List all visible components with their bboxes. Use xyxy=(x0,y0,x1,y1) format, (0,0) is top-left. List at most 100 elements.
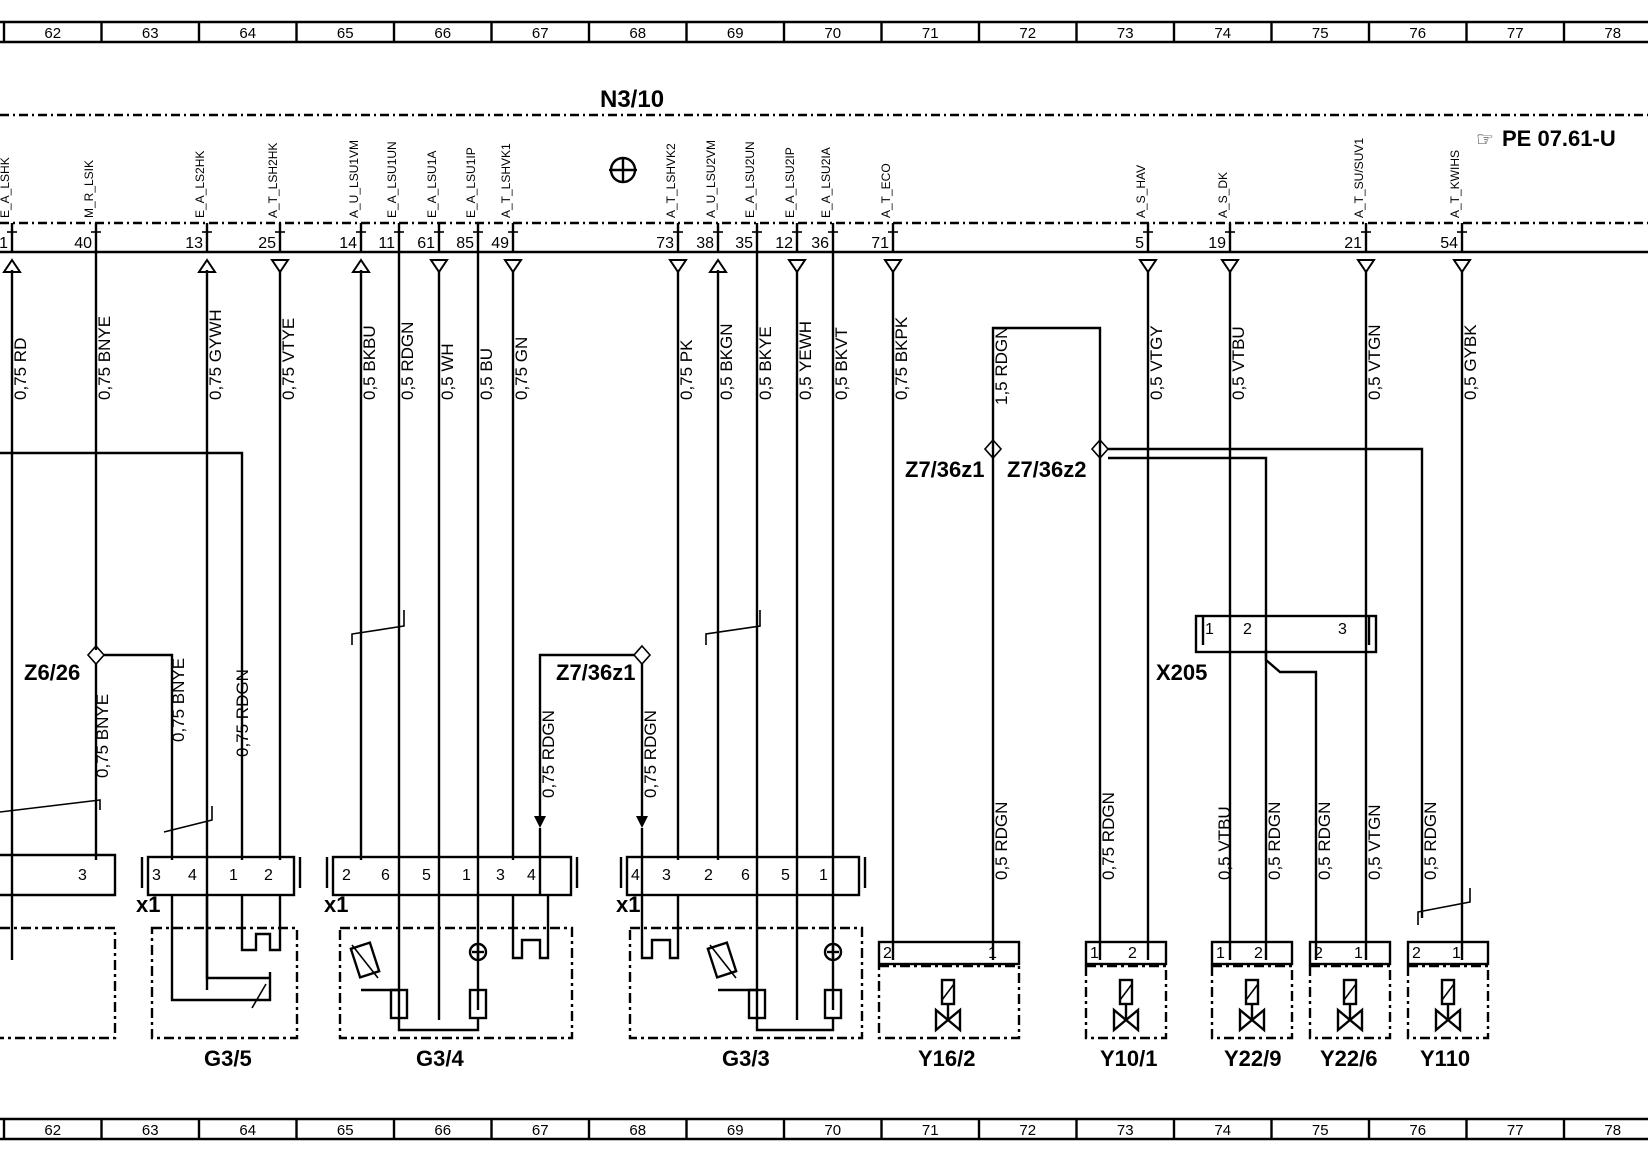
wire-label-g35-rdgn: 0,75 RDGN xyxy=(233,669,252,757)
splice-label-z7-36z1: Z7/36z1 xyxy=(905,457,985,482)
grid-number: 75 xyxy=(1312,25,1329,42)
pin-number: 21 xyxy=(1344,235,1362,252)
pin-signal-name: M_R_LSIK xyxy=(82,160,96,218)
pin-signal-name: E_A_LSU1A xyxy=(425,151,439,218)
y110-pin-1: 1 xyxy=(1452,945,1461,962)
g33-pin-5: 5 xyxy=(781,867,790,884)
arrow-out-icon xyxy=(270,259,290,274)
grid-number: 75 xyxy=(1312,1122,1329,1139)
grid-number: 69 xyxy=(727,1122,744,1139)
pin-signal-name: A_T_LSHVK2 xyxy=(664,143,678,218)
grid-number: 66 xyxy=(434,1122,451,1139)
pin-signal-name: E_A_LSHK xyxy=(0,157,12,218)
y162-pin-2: 2 xyxy=(883,945,892,962)
grid-number: 67 xyxy=(532,25,549,42)
component-label-g33: G3/3 xyxy=(722,1046,770,1071)
pin-wire-label: 0,5 BKYE xyxy=(756,326,775,400)
module-pin: E_A_LS2HK 13 0,75 GYWH xyxy=(185,151,225,400)
g34-pin-5: 5 xyxy=(422,867,431,884)
pin-signal-name: A_T_LSHVK1 xyxy=(499,143,513,218)
g33-pin-1: 1 xyxy=(819,867,828,884)
splice-z7-36z1-top: 1,5 RDGN Z7/36z1 xyxy=(905,327,1011,960)
wire-label-y162-rdgn: 0,5 RDGN xyxy=(992,802,1011,880)
arrow-out-icon xyxy=(1452,259,1472,274)
component-y162: 2 1 Y16/2 xyxy=(877,940,1021,1071)
y226-pin-2: 2 xyxy=(1314,945,1323,962)
pin-wire-label: 0,5 GYBK xyxy=(1461,324,1480,400)
pin-wire-label: 0,75 GYWH xyxy=(206,309,225,400)
y229-pin-2: 2 xyxy=(1254,945,1263,962)
pin-wire-label: 0,5 BKBU xyxy=(360,325,379,400)
grid-number: 74 xyxy=(1214,25,1231,42)
wire-label-y101-rdgn: 0,75 RDGN xyxy=(1099,792,1118,880)
pin-wire-label: 0,75 PK xyxy=(677,339,696,400)
y101-pin-2: 2 xyxy=(1128,945,1137,962)
grid-number: 72 xyxy=(1019,25,1036,42)
y229-pin-1: 1 xyxy=(1216,945,1225,962)
grid-number: 68 xyxy=(629,25,646,42)
splice-z7-36z1-mid: Z7/36z1 0,75 RDGN 0,75 RDGN 0,75 RDGN xyxy=(233,644,660,828)
module-title: N3/10 xyxy=(600,86,664,113)
pin-wire-label: 0,5 WH xyxy=(438,343,457,400)
reference-mark: ☞ PE 07.61-U xyxy=(1476,126,1616,151)
component-y226: 2 1 Y22/6 xyxy=(1308,940,1392,1071)
grid-number: 71 xyxy=(922,1122,939,1139)
g34-pin-2: 2 xyxy=(342,867,351,884)
pin-signal-name: A_T_ECO xyxy=(879,163,893,218)
solenoid-valve-icon xyxy=(1238,978,1266,1033)
arrow-out-icon xyxy=(883,259,903,274)
grid-number: 76 xyxy=(1409,25,1426,42)
pin-wire-label: 0,75 VTYE xyxy=(279,318,298,400)
left-connector-pin-3: 3 xyxy=(78,867,87,884)
pin-wire-label: 0,5 BKVT xyxy=(832,327,851,400)
connector-label-x1-g33: x1 xyxy=(616,892,640,917)
reference-label: PE 07.61-U xyxy=(1502,126,1616,151)
pin-number: 85 xyxy=(456,235,474,252)
splice-label-z7-36z2: Z7/36z2 xyxy=(1007,457,1087,482)
connector-g35: 3 4 1 2 x1 xyxy=(136,855,302,917)
pin-number: 13 xyxy=(185,235,203,252)
grid-number: 71 xyxy=(922,25,939,42)
splice-z7-36z2: Z7/36z2 xyxy=(1007,438,1424,960)
connector-label-x205: X205 xyxy=(1156,660,1207,685)
pin-signal-name: E_A_LS2HK xyxy=(193,151,207,218)
pin-wire-label: 0,5 VTBU xyxy=(1229,326,1248,400)
pin-number: 36 xyxy=(811,235,829,252)
grid-number: 76 xyxy=(1409,1122,1426,1139)
g33-pin-6: 6 xyxy=(741,867,750,884)
connector-g33: 4 3 2 6 5 1 x1 xyxy=(616,855,867,917)
component-label-g35: G3/5 xyxy=(204,1046,252,1071)
connector-label-x1-g35: x1 xyxy=(136,892,160,917)
component-label-y101: Y10/1 xyxy=(1100,1046,1158,1071)
pin-signal-name: A_S_DK xyxy=(1216,172,1230,218)
pin-number: 25 xyxy=(258,235,276,252)
component-g34: G3/4 xyxy=(338,828,574,1071)
grid-number: 73 xyxy=(1117,25,1134,42)
pin-wire-label: 0,75 GN xyxy=(512,337,531,400)
grid-number: 67 xyxy=(532,1122,549,1139)
x205-pin-3: 3 xyxy=(1338,621,1347,638)
connector-x205: 1 2 3 X205 xyxy=(1156,614,1378,960)
grid-number: 69 xyxy=(727,25,744,42)
splice-label-z6-26: Z6/26 xyxy=(24,660,80,685)
grid-number: 78 xyxy=(1604,25,1621,42)
wire-label-y229-rdgn: 0,5 RDGN xyxy=(1265,802,1284,880)
component-label-y110: Y110 xyxy=(1420,1046,1470,1071)
splice-label-z7-36z1-mid: Z7/36z1 xyxy=(556,660,636,685)
pin-signal-name: A_U_LSU2VM xyxy=(704,140,718,218)
lower-wire-labels: 0,5 RDGN 0,75 RDGN 0,5 VTBU 0,5 RDGN 0,5… xyxy=(992,792,1471,925)
component-label-y226: Y22/6 xyxy=(1320,1046,1378,1071)
arrow-out-icon xyxy=(787,259,807,274)
g33-pin-2: 2 xyxy=(704,867,713,884)
pin-number: 73 xyxy=(656,235,674,252)
pointing-hand-icon: ☞ xyxy=(1476,129,1494,151)
